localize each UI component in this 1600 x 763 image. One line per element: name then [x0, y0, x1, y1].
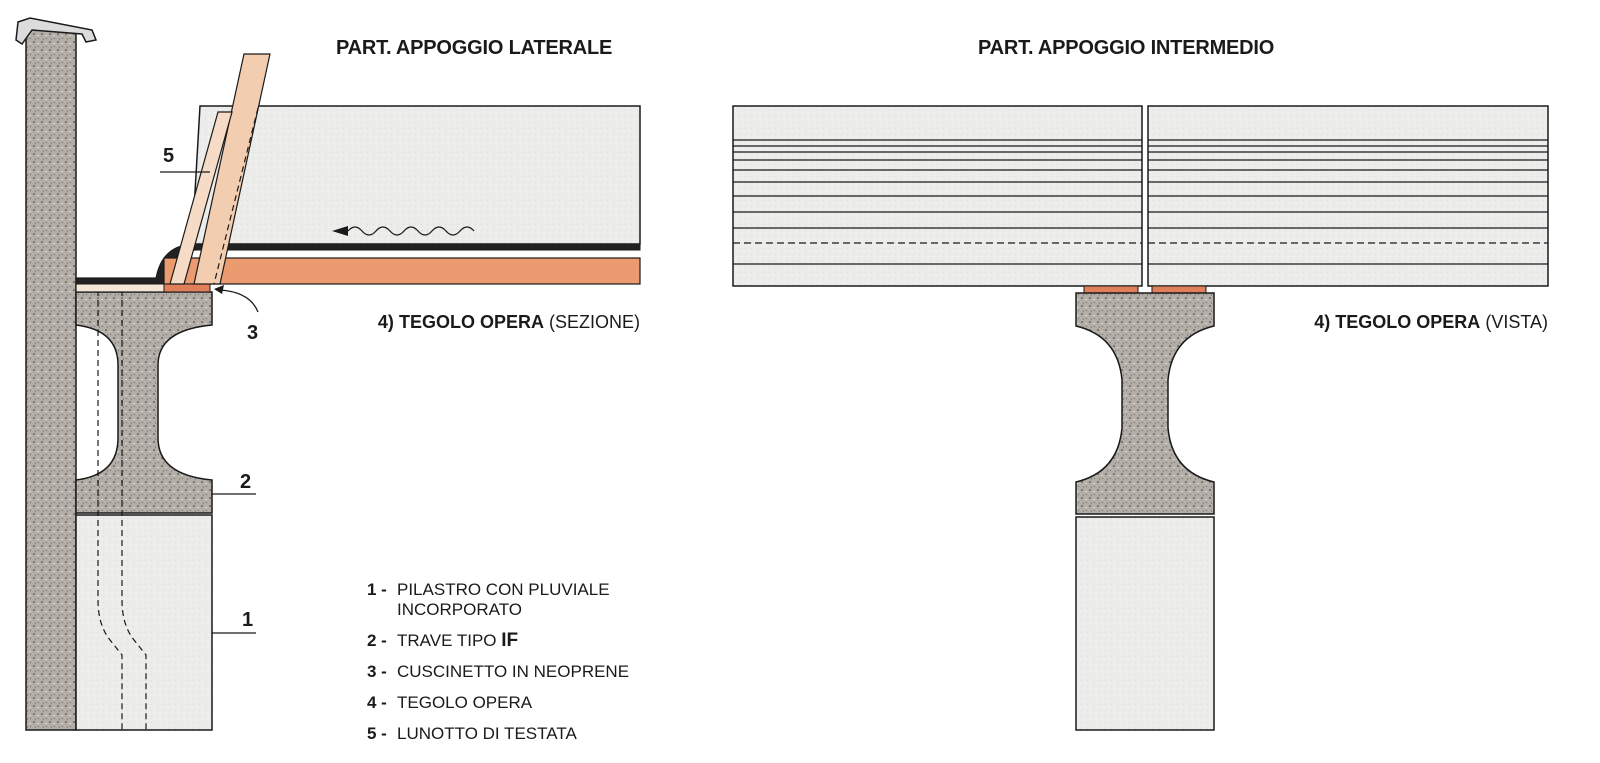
coping-flashing	[15, 17, 98, 46]
neoprene-bearing-mid-left	[1083, 285, 1139, 294]
left-section-drawing	[15, 17, 641, 731]
tegolo-rib-lines	[733, 139, 1548, 265]
pluvial-pipe-left	[97, 290, 123, 730]
legend-item-1: 1 - PILASTRO CON PLUVIALE INCORPORATO	[367, 580, 667, 620]
water-flow-wave	[347, 226, 475, 236]
legend-text: TEGOLO OPERA	[397, 693, 533, 712]
tegolo-base	[163, 257, 641, 285]
lunotto-panel-back	[193, 53, 271, 285]
legend-number: 5 -	[367, 724, 387, 743]
leader-3-head	[214, 285, 224, 294]
legend-text-strong: IF	[501, 630, 519, 651]
caption-code: 4)	[1314, 312, 1331, 332]
caption-name: TEGOLO OPERA	[398, 312, 544, 332]
callout-2: 2	[240, 471, 252, 493]
legend: 1 - PILASTRO CON PLUVIALE INCORPORATO 2 …	[367, 580, 667, 755]
left-panel-title: PART. APPOGGIO LATERALE	[336, 37, 613, 59]
legend-number: 4 -	[367, 693, 387, 712]
legend-text: CUSCINETTO IN NEOPRENE	[397, 662, 630, 681]
callout-5: 5	[163, 145, 175, 167]
right-panel-title: PART. APPOGGIO INTERMEDIO	[978, 37, 1275, 59]
if-beam-view	[1075, 292, 1215, 515]
legend-number: 3 -	[367, 662, 387, 681]
right-panel-caption: 4) TEGOLO OPERA (VISTA)	[1314, 312, 1548, 333]
pillar-view	[1075, 516, 1215, 731]
water-flow-arrowhead	[332, 226, 348, 236]
legend-item-4: 4 - TEGOLO OPERA	[367, 693, 667, 713]
callout-1: 1	[242, 609, 254, 631]
legend-text: LUNOTTO DI TESTATA	[397, 724, 577, 743]
legend-item-5: 5 - LUNOTTO DI TESTATA	[367, 724, 667, 744]
caption-view: (VISTA)	[1485, 312, 1548, 332]
tegolo-slab	[191, 105, 641, 245]
legend-text: PILASTRO CON PLUVIALE	[397, 580, 610, 599]
caption-name: TEGOLO OPERA	[1335, 312, 1481, 332]
caption-view: (SEZIONE)	[548, 312, 640, 332]
neoprene-bearing-mid-right	[1151, 285, 1207, 294]
legend-item-3: 3 - CUSCINETTO IN NEOPRENE	[367, 662, 667, 682]
pillar	[75, 514, 213, 731]
leader-3	[219, 289, 259, 313]
lunotto-dashed	[213, 107, 259, 285]
left-panel-caption: 4) TEGOLO OPERA (SEZIONE)	[378, 312, 640, 333]
legend-item-2: 2 - TRAVE TIPO IF	[367, 631, 667, 651]
legend-text-line2: INCORPORATO	[397, 600, 522, 619]
legend-text: TRAVE TIPO	[397, 631, 497, 650]
lunotto-panel-front	[169, 111, 233, 285]
pluvial-pipe-right	[121, 290, 147, 730]
neoprene-bearing-left	[163, 283, 211, 293]
if-beam	[75, 291, 213, 514]
caption-code: 4)	[377, 312, 394, 332]
legend-number: 2 -	[367, 631, 387, 650]
legend-number: 1 -	[367, 580, 387, 599]
callout-3: 3	[247, 322, 259, 344]
right-view-drawing	[732, 105, 1549, 731]
parapet-wall	[25, 29, 77, 731]
